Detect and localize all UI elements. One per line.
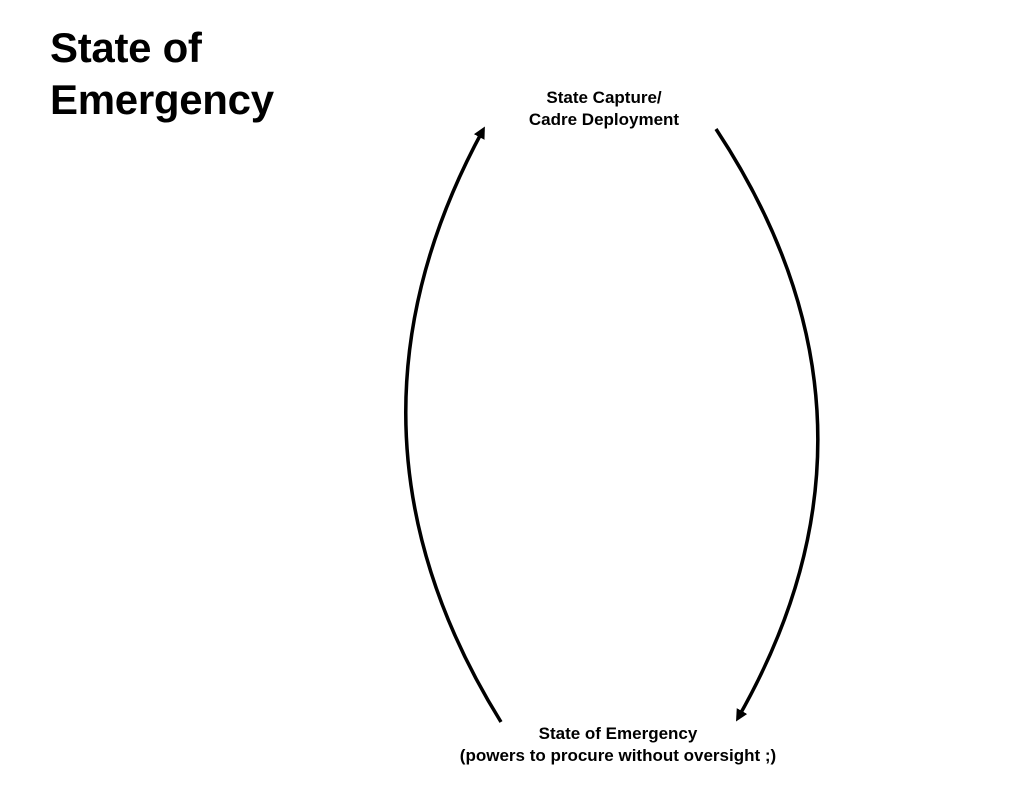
slide-title: State of Emergency [50,22,274,126]
slide-title-line-2: Emergency [50,76,274,123]
node-state-capture-line-1: State Capture/ [546,88,662,107]
arrow-right-down [714,128,820,722]
node-state-capture-line-2: Cadre Deployment [528,110,680,129]
arrow-left-up [404,126,503,723]
node-state-capture: State Capture/ Cadre Deployment [474,87,734,131]
node-state-of-emergency: State of Emergency (powers to procure wi… [398,723,838,767]
slide-title-line-1: State of [50,24,202,71]
node-state-of-emergency-line-2: (powers to procure without oversight ;) [459,746,777,765]
node-state-of-emergency-line-1: State of Emergency [538,724,698,743]
